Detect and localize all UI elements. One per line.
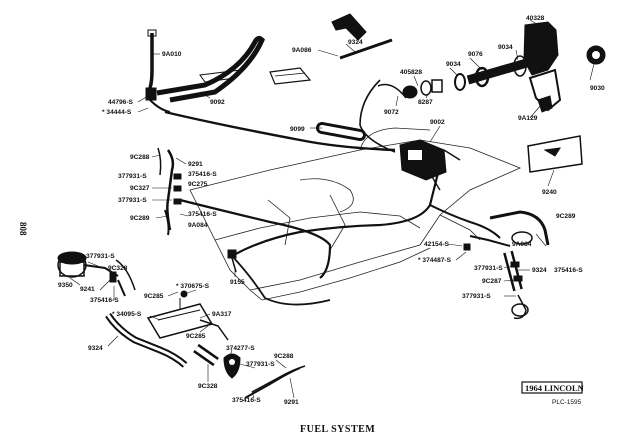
page-number: 808 (18, 222, 28, 236)
label-377931-a: 377931-S (118, 173, 147, 180)
label-9072: 9072 (384, 109, 399, 116)
model-code: PLC-1595 (552, 399, 582, 406)
label-9A129: 9A129 (518, 115, 538, 122)
label-9C328-b: 9C328 (198, 383, 218, 390)
label-9240: 9240 (542, 189, 557, 196)
label-9C275: 9C275 (188, 181, 208, 188)
label-377931-b: 377931-S (118, 197, 147, 204)
label-375416-a: 375416-S (188, 171, 217, 178)
label-9C328-l: 9C328 (108, 265, 128, 272)
label-377931-r2: 377931-S (462, 293, 491, 300)
part-labels: 9A010 44796-S * 34444-S 9092 9A086 9324 … (58, 15, 605, 406)
label-9C289-l: 9C289 (130, 215, 150, 222)
label-9076: 9076 (468, 51, 483, 58)
label-9C288-b: 9C288 (274, 353, 294, 360)
shield-9240 (527, 135, 583, 173)
label-9324-r: 9324 (532, 267, 547, 274)
hose-9324-bottom (105, 313, 188, 368)
model-badge: 1964 LINCOLN PLC-1595 (521, 381, 585, 406)
clip-cluster-bottom (146, 290, 229, 341)
label-9034-b: 9034 (498, 44, 513, 51)
model-label: 1964 LINCOLN (525, 383, 585, 393)
label-9002: 9002 (430, 119, 445, 126)
label-34095: * 34095-S (112, 311, 142, 318)
label-377931-d: 377931-S (246, 361, 275, 368)
label-375416-b: 375416-S (188, 211, 217, 218)
label-9034-a: 9034 (446, 61, 461, 68)
label-9C289-r: 9C289 (556, 213, 576, 220)
label-9324-top: 9324 (348, 39, 363, 46)
label-9C285-a: 9C285 (144, 293, 164, 300)
hose-9099 (316, 122, 366, 141)
label-9C288-l: 9C288 (130, 154, 150, 161)
label-9099: 9099 (290, 126, 305, 133)
label-9C285-b: 9C285 (186, 333, 206, 340)
label-9155: 9155 (230, 279, 245, 286)
strap-9092 (156, 35, 265, 103)
clip-9324-top (331, 13, 393, 60)
label-9C327: 9C327 (130, 185, 150, 192)
label-370675: * 370675-S (176, 283, 210, 290)
label-377931-c: 377931-S (86, 253, 115, 260)
label-9291-l: 9291 (188, 161, 203, 168)
fuel-sender-assembly (377, 21, 606, 113)
fuel-pump-9002 (399, 139, 461, 181)
label-9C287: 9C287 (482, 278, 502, 285)
label-375416-d: 375416-S (232, 397, 261, 404)
label-9A010: 9A010 (162, 51, 182, 58)
label-9030: 9030 (590, 85, 605, 92)
label-44796: 44796-S (108, 99, 134, 106)
fuel-lines (149, 79, 501, 306)
label-374487: * 374487-S (418, 257, 452, 264)
label-9291-b: 9291 (284, 399, 299, 406)
label-9241: 9241 (80, 286, 95, 293)
label-8287: 8287 (418, 99, 433, 106)
label-40328: 40328 (526, 15, 545, 22)
label-405828: 405828 (400, 69, 422, 76)
label-9350: 9350 (58, 282, 73, 289)
fitting-9155 (227, 249, 237, 273)
label-375416-r: 375416-S (554, 267, 583, 274)
label-9A086: 9A086 (292, 47, 312, 54)
leader-lines (69, 19, 595, 399)
label-374277: 374277-S (226, 345, 255, 352)
line-9291-bottom (244, 365, 306, 399)
left-fuel-hoses (157, 147, 182, 236)
label-9324-bl: 9324 (88, 345, 103, 352)
vent-tube-9A010 (145, 29, 157, 101)
label-9092: 9092 (210, 99, 225, 106)
label-375416-c: 375416-S (90, 297, 119, 304)
bracket-9A086 (269, 67, 312, 85)
label-377931-r: 377931-S (474, 265, 503, 272)
hose-9C328-bottom (193, 343, 241, 379)
label-9A084-r: 9A084 (512, 241, 532, 248)
label-9A317: 9A317 (212, 311, 232, 318)
car-body-outline (189, 127, 522, 301)
fuel-filter-9350 (57, 251, 136, 297)
label-42154: 42154-S (424, 241, 450, 248)
label-9A084-l: 9A084 (188, 222, 208, 229)
label-34444: * 34444-S (102, 109, 132, 116)
diagram-title: FUEL SYSTEM (300, 424, 375, 435)
right-fuel-hoses (463, 210, 550, 320)
